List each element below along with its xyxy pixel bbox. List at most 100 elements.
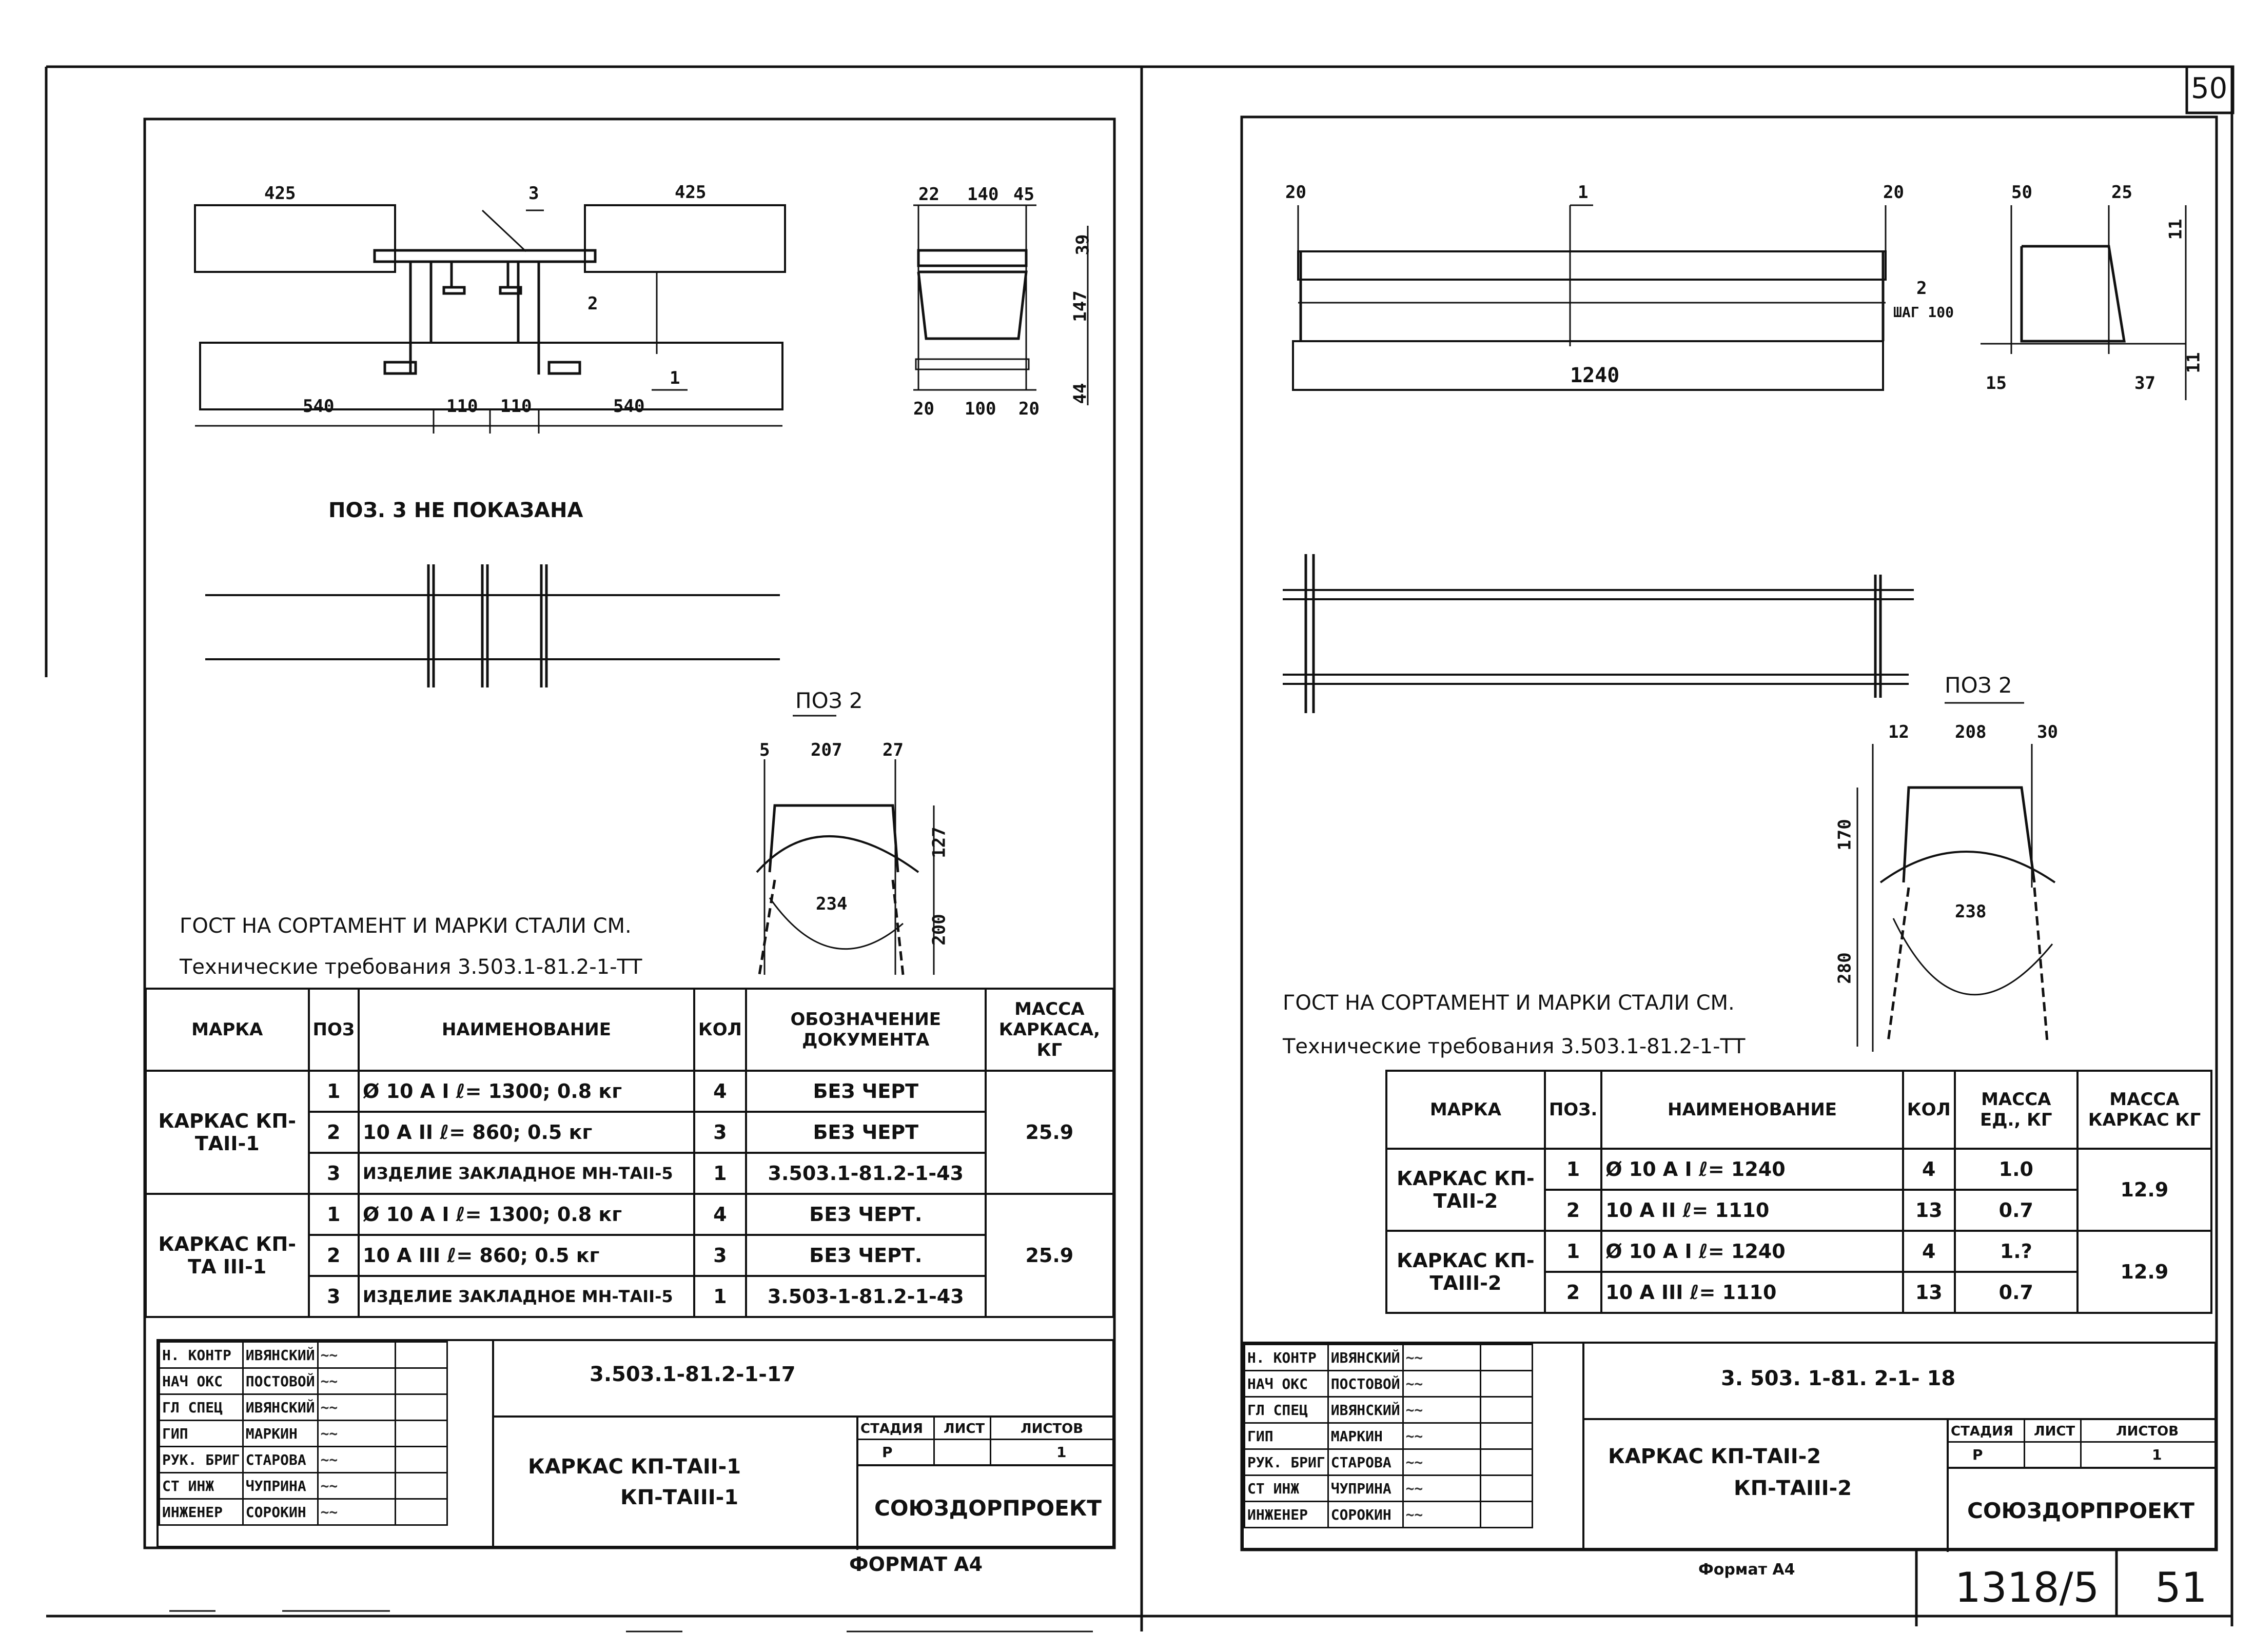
stamp-role: СТ ИНЖ	[1244, 1474, 1329, 1502]
cell-name: ИЗДЕЛИЕ ЗАКЛАДНОЕ МН-ТАII-5	[358, 1152, 695, 1195]
organization-name: СОЮЗДОРПРОЕКТ	[1967, 1498, 2194, 1523]
stamp-divider	[1582, 1418, 2216, 1420]
dim-label: 280	[1834, 952, 1855, 984]
cell-mark: КАРКАС КП-ТАII-2	[1385, 1148, 1546, 1232]
dim-label: 37	[2134, 373, 2155, 394]
stage-value: Р	[882, 1444, 893, 1461]
header-qty: КОЛ	[1902, 1070, 1956, 1150]
gost-note-right: ГОСТ НА СОРТАМЕНТ И МАРКИ СТАЛИ СМ.	[1283, 991, 1735, 1015]
sheets-label: ЛИСТОВ	[1021, 1421, 1084, 1437]
dim-label: 15	[1986, 373, 2007, 394]
cell-unit-mass: 0.7	[1953, 1189, 2079, 1232]
cell-pos: 1	[1543, 1230, 1603, 1273]
stamp-role: Н. КОНТР	[159, 1341, 244, 1369]
dim-label: 110	[500, 396, 532, 417]
header-frame-mass: МАССА КАРКАС КГ	[2076, 1070, 2213, 1150]
table-row: КАРКАС КП-ТАIII-2 1 Ø 10 А I ℓ= 1240 4 1…	[1385, 1230, 2213, 1314]
cell-unit-mass: 1.0	[1953, 1148, 2079, 1191]
dim-label: 5	[759, 740, 770, 760]
sheets-label: ЛИСТОВ	[2116, 1424, 2179, 1439]
signature: ~~	[317, 1367, 396, 1395]
date	[394, 1472, 448, 1500]
signature: ~~	[1402, 1370, 1481, 1398]
cell-qty: 3	[693, 1234, 747, 1277]
cell-mass: 12.9	[2076, 1148, 2213, 1232]
dim-label: 11	[2183, 352, 2204, 373]
date	[394, 1367, 448, 1395]
format-label-right: Формат А4	[1698, 1561, 1795, 1579]
signature: ~~	[317, 1498, 396, 1526]
cell-pos: 2	[1543, 1189, 1603, 1232]
pos2-title-right: ПОЗ 2	[1945, 673, 2012, 698]
cell-qty: 4	[693, 1070, 747, 1113]
stamp-divider	[1947, 1418, 1949, 1552]
stamp-name: МАРКИН	[1327, 1422, 1404, 1450]
signature: ~~	[1402, 1448, 1481, 1476]
cell-name: 10 А II ℓ= 860; 0.5 кг	[358, 1111, 695, 1154]
pos3-note: ПОЗ. 3 НЕ ПОКАЗАНА	[328, 499, 583, 522]
stamp-name: ЧУПРИНА	[1327, 1474, 1404, 1502]
cell-doc: 3.503.1-81.2-1-43	[744, 1152, 987, 1195]
dim-label: 140	[967, 184, 999, 205]
table-row: 2 10 А II ℓ= 860; 0.5 кг 3 БЕЗ ЧЕРТ	[146, 1111, 1113, 1154]
dim-label: 20	[1018, 399, 1040, 419]
dim-label: 147	[1070, 290, 1091, 322]
stamp-name: СОРОКИН	[242, 1498, 319, 1526]
signature: ~~	[317, 1393, 396, 1421]
dim-label: 22	[918, 184, 939, 205]
dim-label: 11	[2165, 219, 2186, 240]
date	[394, 1420, 448, 1447]
dim-label: 30	[2037, 722, 2058, 742]
date	[394, 1498, 448, 1526]
cell-qty: 3	[693, 1111, 747, 1154]
header-pos: ПОЗ.	[1543, 1070, 1603, 1150]
right-specification-table: МАРКА ПОЗ. НАИМЕНОВАНИЕ КОЛ МАССА ЕД., К…	[1385, 1070, 2213, 1314]
date	[1479, 1370, 1533, 1398]
date	[394, 1446, 448, 1473]
signature: ~~	[317, 1341, 396, 1369]
sheet-number: 51	[2155, 1564, 2207, 1611]
dim-label: 540	[303, 396, 335, 417]
cell-name: Ø 10 А I ℓ= 1240	[1600, 1148, 1904, 1191]
sheet-label: ЛИСТ	[2034, 1424, 2075, 1439]
stamp-divider	[933, 1415, 935, 1464]
date	[1479, 1422, 1533, 1450]
table-row: КАРКАС КП-ТАII-2 1 Ø 10 А I ℓ= 1240 4 1.…	[1385, 1148, 2213, 1232]
cell-mass: 25.9	[984, 1193, 1115, 1318]
dim-label: 170	[1834, 819, 1855, 851]
stamp-name: ИВЯНСКИЙ	[1327, 1396, 1404, 1424]
dim-label: 127	[929, 827, 950, 858]
stage-value: Р	[1972, 1446, 1983, 1463]
organization-name: СОЮЗДОРПРОЕКТ	[874, 1496, 1102, 1521]
dim-label: 45	[1013, 184, 1034, 205]
stamp-divider	[990, 1415, 991, 1464]
sheets-value: 1	[1056, 1444, 1067, 1461]
cell-name: Ø 10 А I ℓ= 1300; 0.8 кг	[358, 1070, 695, 1113]
stamp-divider	[2024, 1418, 2025, 1467]
tech-requirements-note: Технические требования 3.503.1-81.2-1-ТТ	[180, 955, 642, 979]
date	[394, 1393, 448, 1421]
cell-qty: 4	[1902, 1148, 1956, 1191]
dim-label: ШАГ 100	[1893, 304, 1954, 321]
stamp-divider	[856, 1439, 1115, 1440]
cell-qty: 13	[1902, 1189, 1956, 1232]
stage-label: СТАДИЯ	[860, 1421, 923, 1437]
stamp-divider	[492, 1415, 1115, 1418]
signature: ~~	[1402, 1396, 1481, 1424]
cell-pos: 1	[307, 1193, 360, 1236]
gost-note: ГОСТ НА СОРТАМЕНТ И МАРКИ СТАЛИ СМ.	[180, 914, 632, 938]
cell-mass: 12.9	[2076, 1230, 2213, 1314]
cell-unit-mass: 1.?	[1953, 1230, 2079, 1273]
cell-pos: 1	[307, 1070, 360, 1113]
dim-label: 425	[675, 182, 707, 203]
stamp-name: ИВЯНСКИЙ	[242, 1341, 319, 1369]
cell-mark: КАРКАС КП-ТАII-1	[145, 1070, 310, 1195]
dim-label: 39	[1072, 234, 1093, 255]
header-unit-mass: МАССА ЕД., КГ	[1953, 1070, 2079, 1150]
tech-requirements-note-right: Технические требования 3.503.1-81.2-1-ТТ	[1283, 1035, 1746, 1058]
